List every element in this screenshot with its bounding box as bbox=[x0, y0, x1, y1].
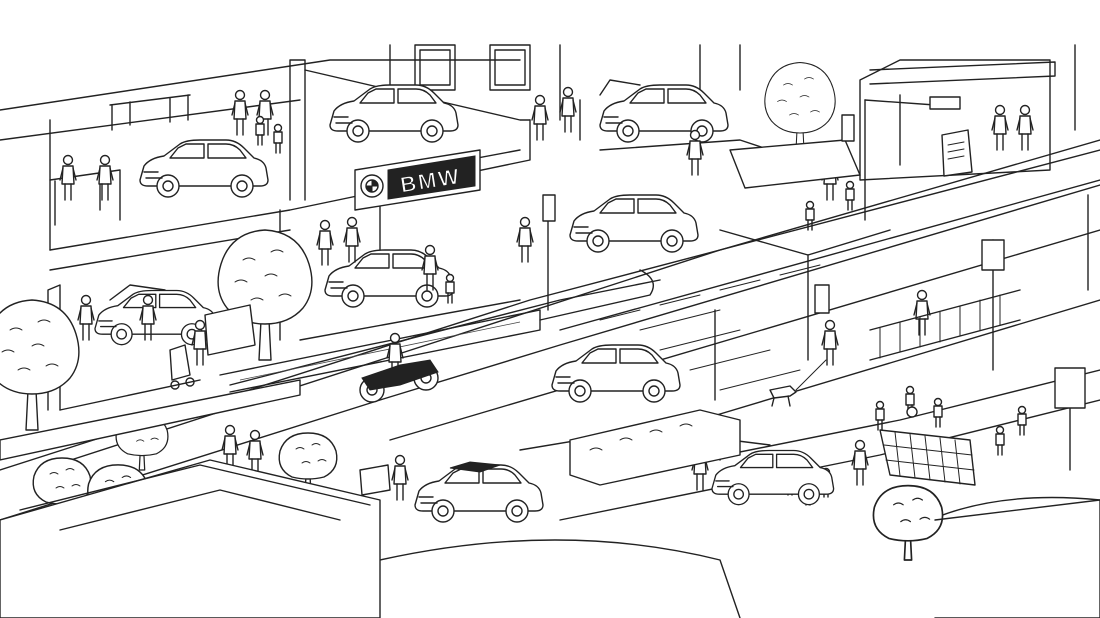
showroom-cars-lower bbox=[94, 194, 699, 346]
soccer-goal bbox=[879, 406, 976, 486]
upper-floor-interior bbox=[49, 89, 283, 226]
planters bbox=[0, 139, 1100, 618]
showroom-cars-upper bbox=[139, 79, 729, 198]
railing bbox=[869, 289, 1021, 361]
motorcycle bbox=[359, 332, 439, 403]
background-buildings bbox=[389, 44, 1076, 181]
bmw-sign: BMW bbox=[354, 149, 481, 211]
traffic-lights bbox=[542, 96, 1089, 471]
a-frame-sign bbox=[941, 129, 973, 177]
side-table bbox=[204, 304, 391, 496]
bmw-logo-icon bbox=[360, 174, 384, 198]
dog bbox=[769, 359, 827, 407]
pedestrians bbox=[77, 86, 1034, 506]
